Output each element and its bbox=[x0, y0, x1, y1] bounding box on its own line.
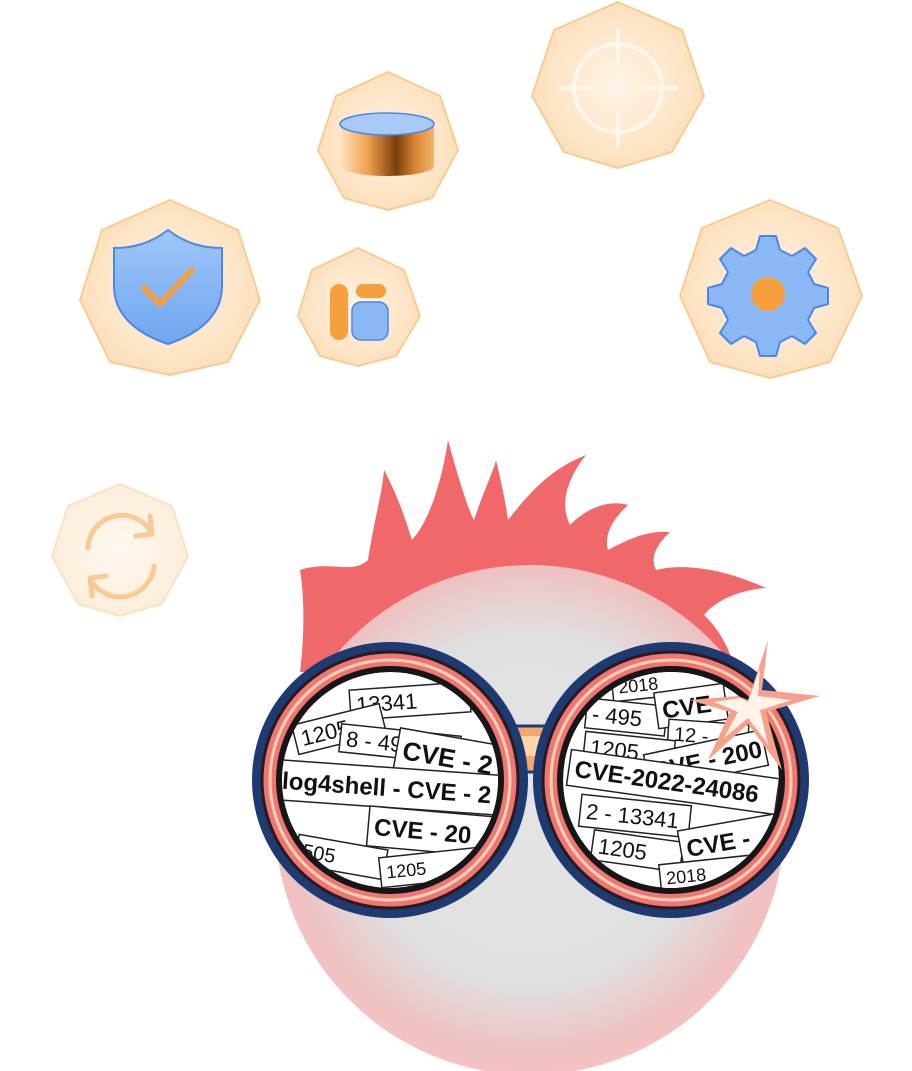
layout-badge bbox=[297, 247, 421, 367]
right-lens-label-8: 1205 bbox=[589, 829, 685, 873]
svg-text:2018: 2018 bbox=[665, 864, 707, 888]
refresh-badge bbox=[51, 483, 189, 617]
layout-icon bbox=[330, 284, 389, 341]
shield-badge bbox=[79, 199, 261, 376]
shield-check-icon bbox=[113, 228, 223, 346]
target-badge bbox=[531, 1, 705, 169]
gear-badge bbox=[679, 199, 863, 379]
svg-text:1205: 1205 bbox=[385, 858, 427, 882]
target-icon bbox=[558, 28, 678, 148]
left-lens-label-5: CVE - 20 bbox=[365, 805, 498, 859]
right-lens-label-7: 2 - 13341 bbox=[577, 793, 693, 839]
database-icon bbox=[339, 112, 435, 176]
sparkle-icon bbox=[690, 640, 820, 770]
left-lens-label-4: log4shell - CVE - 2 bbox=[282, 758, 498, 818]
refresh-icon bbox=[85, 512, 157, 600]
svg-text:- 495: - 495 bbox=[591, 701, 643, 731]
gear-icon bbox=[707, 235, 829, 357]
database-badge bbox=[317, 71, 459, 211]
